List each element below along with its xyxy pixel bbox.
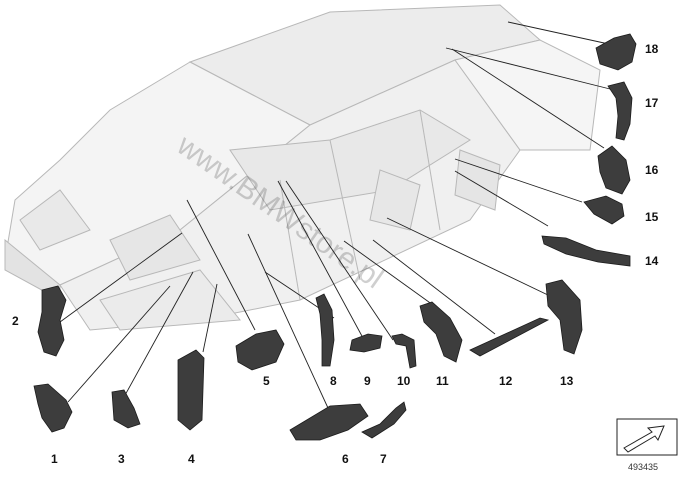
part-11-shape[interactable] (419, 301, 463, 363)
diagram-number: 493435 (628, 462, 658, 472)
callout-11[interactable]: 11 (436, 374, 449, 388)
callout-3[interactable]: 3 (118, 452, 125, 466)
callout-8[interactable]: 8 (330, 374, 337, 388)
parts (33, 33, 637, 441)
part-8-shape[interactable] (315, 293, 335, 367)
part-13-shape[interactable] (545, 279, 583, 355)
arrow-icon (623, 425, 665, 453)
part-17-shape[interactable] (607, 81, 633, 141)
callout-5[interactable]: 5 (263, 374, 270, 388)
part-5-shape[interactable] (235, 329, 285, 371)
part-2-shape[interactable] (37, 285, 67, 357)
callout-6[interactable]: 6 (342, 452, 349, 466)
part-10-shape[interactable] (391, 333, 417, 369)
part-6-shape[interactable] (289, 403, 369, 441)
callout-2[interactable]: 2 (12, 314, 19, 328)
arrow-box (616, 418, 678, 456)
part-18-shape[interactable] (595, 33, 637, 71)
part-3-shape[interactable] (111, 389, 141, 429)
part-15-shape[interactable] (583, 195, 625, 225)
part-9-shape[interactable] (349, 333, 383, 353)
car-body-illustration (4, 4, 601, 331)
callout-10[interactable]: 10 (397, 374, 411, 388)
callout-15[interactable]: 15 (645, 210, 659, 224)
callout-17[interactable]: 17 (645, 96, 659, 110)
callout-16[interactable]: 16 (645, 163, 659, 177)
part-16-shape[interactable] (597, 145, 631, 195)
part-1-shape[interactable] (33, 383, 73, 433)
callout-12[interactable]: 12 (499, 374, 513, 388)
callout-9[interactable]: 9 (364, 374, 371, 388)
callout-7[interactable]: 7 (380, 452, 387, 466)
callout-18[interactable]: 18 (645, 42, 659, 56)
callout-14[interactable]: 14 (645, 254, 659, 268)
callout-13[interactable]: 13 (560, 374, 574, 388)
part-4-shape[interactable] (177, 349, 205, 431)
part-7-shape[interactable] (361, 401, 407, 439)
leader-lines (59, 21, 628, 409)
callout-4[interactable]: 4 (188, 452, 195, 466)
part-14-shape[interactable] (541, 235, 631, 267)
callout-1[interactable]: 1 (51, 452, 58, 466)
callout-labels: 1 2 3 4 5 6 7 8 9 10 11 12 13 14 15 16 1… (12, 42, 659, 466)
part-12-shape[interactable] (469, 317, 550, 357)
